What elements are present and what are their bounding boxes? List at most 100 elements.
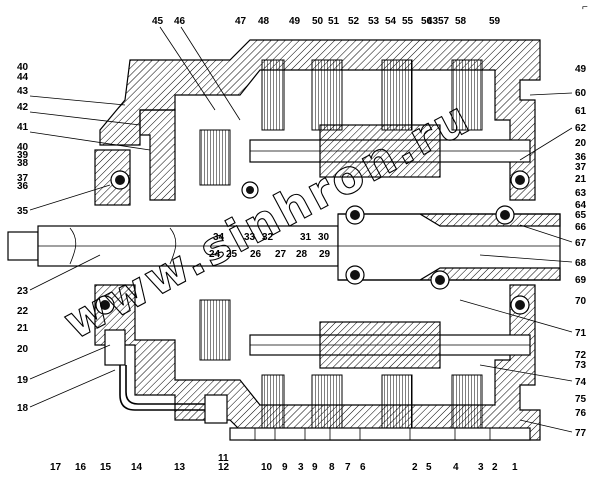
part-label: 12 <box>218 462 230 473</box>
part-label: 43 <box>427 16 439 27</box>
part-label: 35 <box>17 206 29 217</box>
part-label: 69 <box>575 275 587 286</box>
labels-bottom: 17 16 15 14 13 11 12 10 9 3 9 8 7 6 2 5 … <box>50 453 518 473</box>
part-label: 21 <box>17 323 29 334</box>
part-label: 52 <box>348 16 360 27</box>
part-label: 32 <box>262 232 274 243</box>
part-label: 73 <box>575 360 587 371</box>
part-label: 46 <box>174 16 186 27</box>
part-label: 13 <box>174 462 186 473</box>
labels-inner-upper: 34 33 32 31 30 <box>213 232 330 243</box>
part-label: 70 <box>575 296 587 307</box>
lower-countershaft <box>249 321 531 369</box>
part-label: 2 <box>412 462 418 473</box>
part-label: 25 <box>226 249 238 260</box>
part-label: 27 <box>275 249 287 260</box>
part-label: 24 <box>209 249 221 260</box>
bearings <box>95 170 530 315</box>
part-label: 28 <box>296 249 308 260</box>
part-label: 68 <box>575 258 587 269</box>
bottom-bolts <box>229 427 531 441</box>
part-label: 61 <box>575 106 587 117</box>
part-label: 36 <box>17 181 29 192</box>
part-label: 41 <box>17 122 29 133</box>
part-label: 50 <box>312 16 324 27</box>
part-label: 23 <box>17 286 29 297</box>
part-label: 9 <box>282 462 288 473</box>
part-label: 40 <box>17 142 29 153</box>
part-label: 26 <box>250 249 262 260</box>
part-label: 37 <box>575 162 587 173</box>
part-label: 22 <box>17 306 29 317</box>
part-label: 11 <box>218 453 229 464</box>
part-label: 37 <box>17 173 29 184</box>
housing-upper <box>94 39 541 206</box>
part-label: 72 <box>575 350 587 361</box>
part-label: 59 <box>489 16 501 27</box>
part-label: 60 <box>575 88 587 99</box>
part-label: 40 <box>17 62 29 73</box>
part-label: 55 <box>402 16 414 27</box>
part-label: 1 <box>512 462 518 473</box>
part-label: 10 <box>261 462 273 473</box>
part-label: 33 <box>244 232 256 243</box>
part-label: 65 <box>575 210 587 221</box>
clutch-packs-lower <box>199 299 483 436</box>
part-label: 20 <box>575 138 587 149</box>
part-label: 48 <box>258 16 270 27</box>
part-label: 67 <box>575 238 587 249</box>
part-label: 56 <box>421 16 433 27</box>
labels-right: 49 60 61 62 20 36 37 21 63 64 65 66 67 6… <box>575 64 587 439</box>
part-label: 3 <box>478 462 484 473</box>
part-label: 76 <box>575 408 587 419</box>
part-label: 63 <box>575 188 587 199</box>
part-label: 34 <box>213 232 225 243</box>
part-label: 15 <box>100 462 112 473</box>
part-label: 64 <box>575 200 587 211</box>
part-label: 77 <box>575 428 587 439</box>
part-label: 58 <box>455 16 467 27</box>
part-label: 49 <box>575 64 587 75</box>
part-label: 5 <box>426 462 432 473</box>
leader-lines <box>29 26 573 433</box>
upper-countershaft <box>249 124 531 178</box>
part-label: 66 <box>575 222 587 233</box>
labels-top: 45 46 47 48 49 50 51 52 53 54 55 56 43 5… <box>152 16 501 27</box>
part-label: 7 <box>345 462 351 473</box>
part-label: 36 <box>575 152 587 163</box>
part-label: 16 <box>75 462 87 473</box>
part-label: 3 <box>298 462 304 473</box>
part-label: 57 <box>438 16 450 27</box>
part-label: 74 <box>575 377 587 388</box>
part-label: 45 <box>152 16 164 27</box>
part-label: 53 <box>368 16 380 27</box>
oil-pipe-fitting <box>104 329 228 424</box>
part-label: 39 <box>17 150 29 161</box>
part-label: 62 <box>575 123 587 134</box>
part-label: 21 <box>575 174 587 185</box>
part-label: 42 <box>17 102 29 113</box>
labels-left: 40 44 43 42 41 40 39 38 37 36 35 23 22 2… <box>17 62 29 414</box>
clutch-packs-upper <box>199 59 483 186</box>
part-label: 6 <box>360 462 366 473</box>
labels-inner-lower: 24 25 26 27 28 29 <box>209 249 331 260</box>
part-label: 47 <box>235 16 247 27</box>
part-label: 17 <box>50 462 62 473</box>
part-label: 75 <box>575 394 587 405</box>
part-label: 19 <box>17 375 29 386</box>
part-label: 43 <box>17 86 29 97</box>
part-label: 8 <box>329 462 335 473</box>
part-label: 38 <box>17 158 29 169</box>
part-label: 71 <box>575 328 587 339</box>
part-label: 51 <box>328 16 340 27</box>
part-label: 49 <box>289 16 301 27</box>
part-label: 30 <box>318 232 330 243</box>
part-label: 2 <box>492 462 498 473</box>
corner-mark: ⌐ <box>582 2 588 13</box>
part-label: 9 <box>312 462 318 473</box>
part-label: 29 <box>319 249 331 260</box>
part-label: 18 <box>17 403 29 414</box>
part-label: 44 <box>17 72 29 83</box>
part-label: 20 <box>17 344 29 355</box>
